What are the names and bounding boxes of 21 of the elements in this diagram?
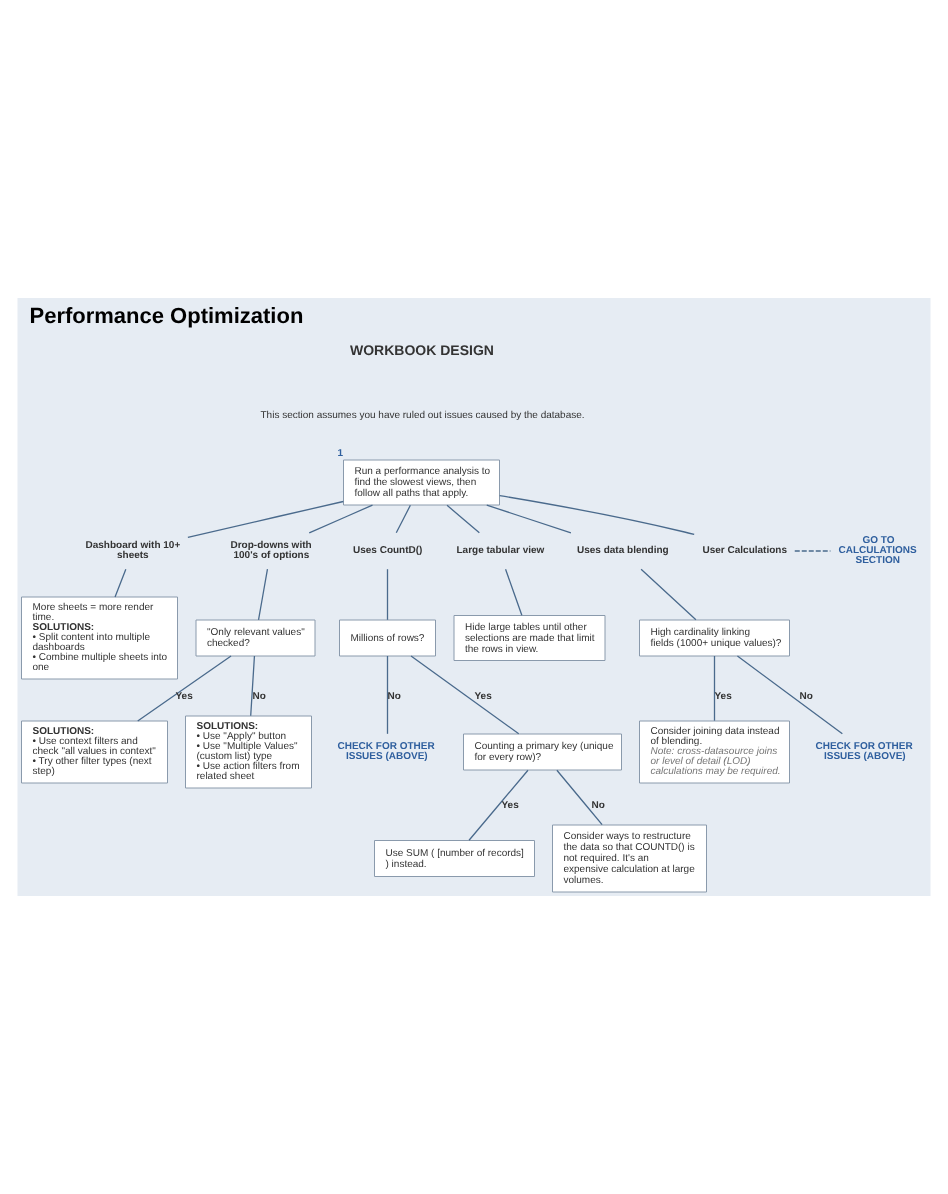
connector (556, 769, 603, 826)
connector (713, 655, 716, 722)
connector (504, 568, 523, 616)
connector (308, 504, 374, 534)
connector (640, 568, 697, 621)
connector (736, 655, 843, 735)
connector (499, 494, 695, 536)
connector (794, 550, 832, 552)
connector (468, 769, 529, 841)
connector (386, 655, 389, 735)
connector (257, 568, 269, 621)
connector (446, 504, 480, 534)
connector (250, 655, 256, 717)
connector (486, 504, 572, 534)
connector (395, 504, 411, 534)
connector (386, 568, 389, 621)
diagram-title: Performance Optimization (29, 304, 304, 329)
connector (137, 655, 232, 722)
connector (114, 568, 127, 598)
connector (410, 655, 520, 735)
connector (187, 500, 344, 538)
